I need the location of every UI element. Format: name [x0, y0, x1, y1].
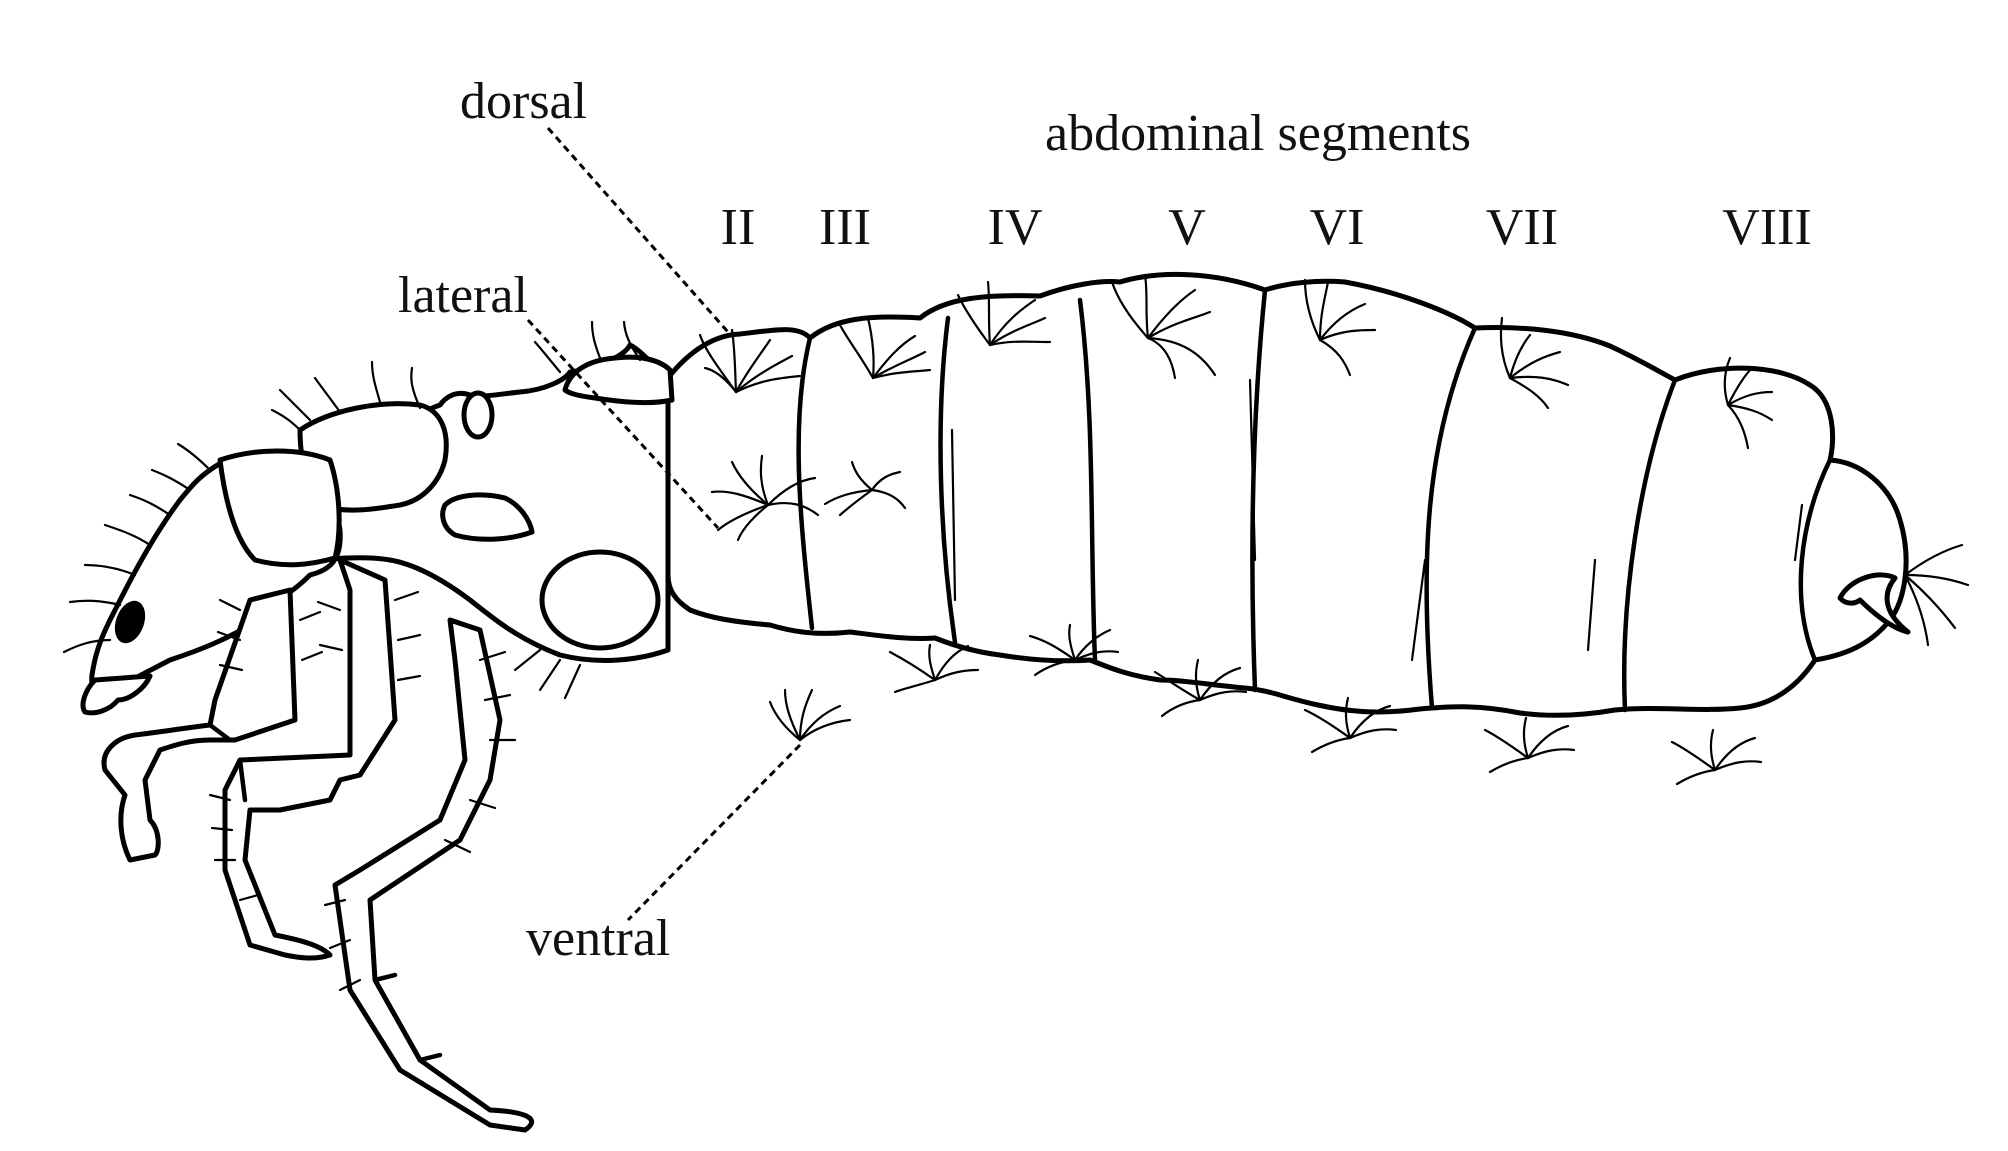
fore-leg — [101, 587, 298, 863]
segment-crease — [950, 428, 957, 602]
segment-crease — [1248, 378, 1257, 562]
segment-label: II — [721, 199, 756, 256]
leader-lines — [526, 127, 802, 922]
segment-boundary — [1798, 457, 1833, 663]
segment-boundary — [1077, 297, 1098, 663]
label-lateral: lateral — [398, 267, 528, 324]
tracheal-gill — [539, 549, 661, 651]
segment-boundary — [1424, 325, 1478, 711]
dorsal-leader — [546, 127, 730, 333]
segment-crease — [1793, 503, 1804, 562]
thoracic-setae — [62, 320, 642, 654]
eye — [114, 600, 146, 644]
anal-claw — [1837, 572, 1911, 635]
abdomen — [665, 271, 1970, 786]
segment-label: V — [1168, 199, 1206, 256]
label-abdominal-segments: abdominal segments — [1045, 105, 1471, 162]
mid-leg-joint — [237, 757, 248, 803]
segment-crease — [1410, 558, 1427, 662]
segment-label: VII — [1486, 199, 1558, 256]
thorax-and-head — [62, 320, 675, 716]
hind-leg-joint — [417, 1052, 443, 1063]
frontal-plate — [217, 448, 342, 568]
segment-label: III — [819, 199, 871, 256]
leg-setae — [208, 590, 582, 992]
lateral-setae — [710, 454, 907, 542]
segment-boundary — [1621, 377, 1678, 713]
segment-label: IV — [988, 199, 1043, 256]
mid-leg — [222, 557, 398, 961]
label-dorsal: dorsal — [460, 73, 587, 130]
hind-leg — [332, 617, 534, 1133]
lateral-leader — [526, 318, 720, 530]
segment-label: VIII — [1722, 199, 1812, 256]
ventral-setae — [768, 543, 1970, 786]
abdomen-outline — [665, 271, 1909, 718]
ventral-leader — [626, 743, 802, 922]
spiracle — [461, 390, 495, 440]
segment-boundary — [938, 315, 958, 645]
dorsal-setae — [698, 273, 1774, 450]
pronotum — [562, 354, 675, 406]
hind-leg-joint — [372, 972, 398, 983]
label-ventral: ventral — [526, 910, 670, 967]
segment-crease — [1586, 558, 1597, 652]
fore-leg-joint — [207, 722, 233, 743]
segment-boundary — [796, 335, 815, 631]
mouthparts — [80, 673, 153, 716]
segment-numerals: II III IV V VI VII VIII — [721, 199, 1812, 256]
segment-label: VI — [1310, 199, 1365, 256]
thoracic-gill — [440, 492, 535, 542]
legs — [101, 557, 582, 1133]
